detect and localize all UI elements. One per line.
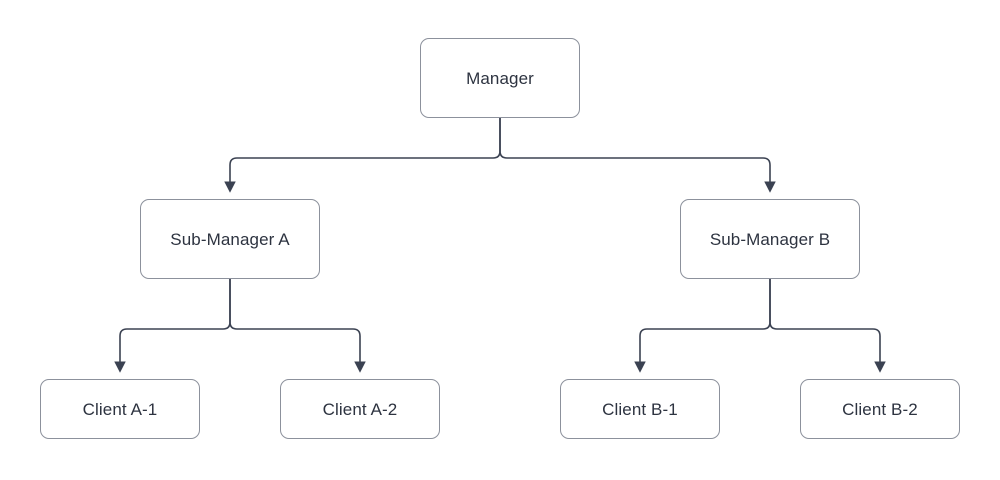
node-client-b1-label: Client B-1 — [602, 399, 678, 419]
node-sub-manager-b-label: Sub-Manager B — [709, 229, 831, 249]
node-client-a1[interactable]: Client A-1 — [40, 379, 200, 439]
node-client-b1[interactable]: Client B-1 — [560, 379, 720, 439]
edge-sub-a-to-client-a1 — [114, 279, 231, 373]
edge-manager-to-sub-a — [224, 118, 501, 193]
edge-sub-b-to-client-b1 — [634, 279, 771, 373]
node-sub-manager-a-label: Sub-Manager A — [170, 229, 290, 249]
node-client-b2-label: Client B-2 — [842, 399, 918, 419]
node-client-a2-label: Client A-2 — [322, 399, 398, 419]
node-client-a1-label: Client A-1 — [82, 399, 158, 419]
node-manager[interactable]: Manager — [420, 38, 580, 118]
node-sub-manager-a[interactable]: Sub-Manager A — [140, 199, 320, 279]
edge-sub-a-to-client-a2 — [229, 279, 366, 373]
edge-manager-to-sub-b — [499, 118, 776, 193]
node-sub-manager-b[interactable]: Sub-Manager B — [680, 199, 860, 279]
node-manager-label: Manager — [466, 68, 534, 88]
node-client-a2[interactable]: Client A-2 — [280, 379, 440, 439]
edge-sub-b-to-client-b2 — [769, 279, 886, 373]
node-client-b2[interactable]: Client B-2 — [800, 379, 960, 439]
